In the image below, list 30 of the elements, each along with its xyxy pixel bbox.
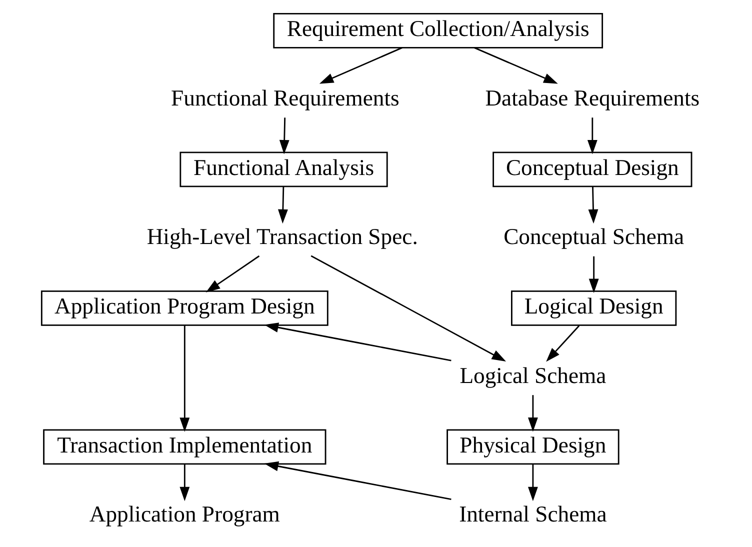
arrow	[588, 256, 598, 293]
arrow	[527, 464, 538, 502]
arrow	[264, 322, 451, 362]
node-text: Application Program	[88, 502, 280, 527]
node-box: Physical Design	[446, 429, 619, 465]
arrow	[546, 325, 580, 362]
arrow	[179, 325, 190, 432]
node-text: Logical Schema	[459, 362, 606, 388]
node-box: Application Program Design	[40, 290, 328, 326]
arrow	[264, 461, 451, 500]
arrow	[474, 47, 558, 84]
node-text: High-Level Transaction Spec.	[146, 224, 418, 250]
arrow	[318, 47, 402, 84]
node-text: Conceptual Schema	[503, 224, 684, 250]
arrow	[278, 118, 289, 154]
node-box: Logical Design	[510, 290, 676, 326]
arrow	[588, 186, 598, 224]
node-box: Transaction Implementation	[42, 429, 326, 465]
arrow	[527, 395, 538, 432]
node-box: Functional Analysis	[179, 152, 388, 188]
node-box: Requirement Collection/Analysis	[272, 13, 603, 48]
arrow	[179, 464, 190, 502]
arrow	[310, 255, 506, 362]
arrow	[586, 118, 597, 154]
node-text: Database Requirements	[484, 85, 700, 110]
node-text: Functional Requirements	[170, 85, 399, 110]
arrow	[205, 255, 260, 292]
node-box: Conceptual Design	[492, 152, 692, 188]
node-text: Internal Schema	[458, 502, 606, 527]
arrow	[277, 186, 288, 224]
